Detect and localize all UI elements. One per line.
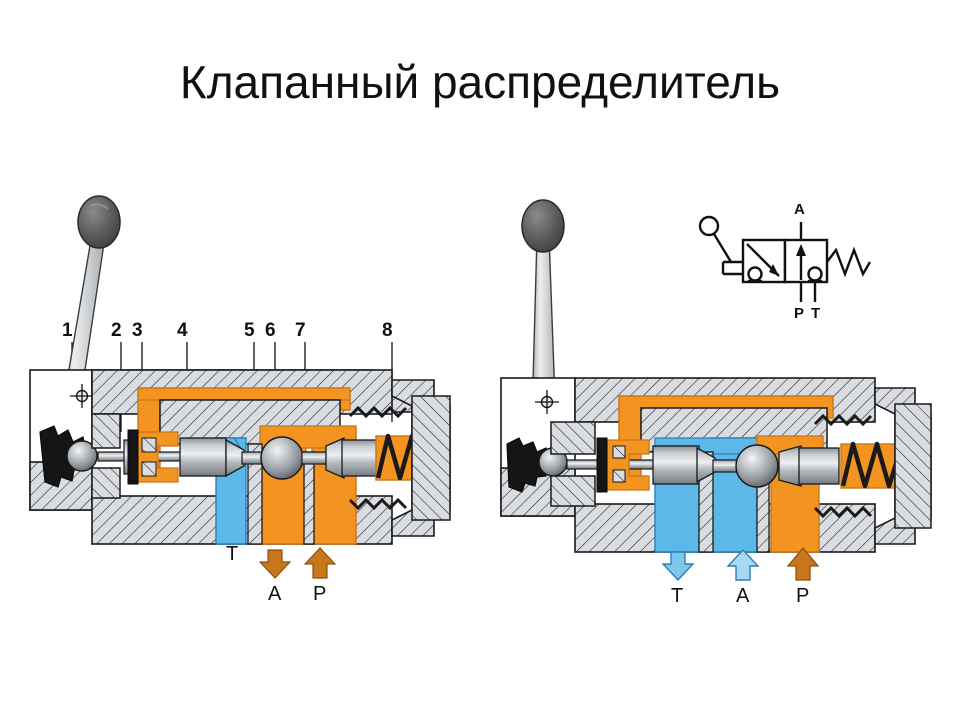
symbol-lever-arm [712, 233, 733, 263]
port-label-A: A [736, 585, 750, 607]
pivot-point [70, 384, 94, 408]
valve-ball [735, 444, 779, 488]
pivot-point [535, 390, 559, 414]
port-arrow-A [258, 549, 292, 579]
symbol-check-ball-left [747, 266, 763, 282]
symbol-lever-knob-icon [698, 215, 720, 237]
end-cap-plug [874, 387, 932, 545]
callout-7-label: 7 [295, 320, 306, 341]
callout-4-label: 4 [177, 320, 188, 341]
lever-knob-highlight [89, 203, 109, 210]
spring-plunger-assembly [778, 445, 840, 487]
seat-divider [247, 443, 315, 545]
port-markers: T A P [661, 546, 820, 607]
callout-5-label: 5 [244, 320, 255, 341]
retainer-springs [813, 413, 873, 519]
return-spring-chamber [840, 441, 904, 489]
symbol-straight-arrowhead [796, 244, 806, 256]
callout-6-label: 6 [265, 320, 276, 341]
hydraulic-symbol: A P T [698, 201, 872, 322]
port-markers: T A P [226, 543, 337, 605]
symbol-label-P: P [794, 305, 804, 322]
spring-plunger-assembly [301, 436, 379, 480]
callout-2-label: 2 [111, 320, 122, 341]
symbol-spring-return [826, 246, 872, 278]
callout-8-label: 8 [382, 320, 393, 341]
symbol-label-A: A [794, 201, 805, 218]
port-arrow-P [786, 546, 820, 581]
figure-right-valve-actuated: A P T [495, 199, 945, 607]
port-arrow-P [303, 547, 337, 579]
port-arrow-A [726, 548, 760, 581]
port-label-P: P [796, 585, 809, 607]
return-spring-coil [840, 441, 904, 489]
callout-3-label: 3 [132, 320, 143, 341]
symbol-check-ball-right [807, 266, 823, 282]
rod-seals-orange [127, 429, 179, 485]
retainer-springs [348, 405, 408, 511]
lever-knob[interactable] [77, 195, 121, 249]
end-cap-plug [391, 379, 451, 537]
figure-left-valve-neutral: 1 2 3 4 5 [20, 195, 470, 605]
port-label-T: T [226, 543, 238, 565]
callout-1-label: 1 [62, 320, 73, 341]
page-title: Клапанный распределитель [179, 56, 781, 108]
symbol-diagonal-arrowhead [769, 264, 779, 276]
lever-knob[interactable] [521, 199, 565, 253]
lever-ball-joint [66, 440, 98, 472]
rod-seals-orange [596, 437, 650, 493]
port-arrow-T [661, 551, 695, 582]
valve-ball [260, 436, 304, 480]
port-label-A: A [268, 583, 282, 605]
symbol-label-T: T [811, 305, 820, 322]
port-label-T: T [671, 585, 683, 607]
port-label-P: P [313, 583, 326, 605]
